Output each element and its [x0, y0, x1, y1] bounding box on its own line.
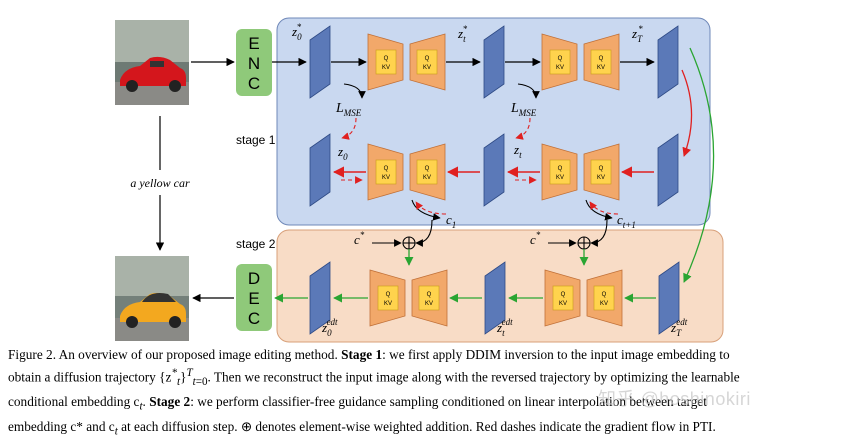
latent-z0-star	[309, 25, 331, 99]
svg-text:KV: KV	[425, 301, 433, 307]
svg-text:Q: Q	[425, 56, 430, 62]
svg-text:KV: KV	[597, 65, 605, 71]
svg-text:Q: Q	[427, 292, 432, 298]
svg-text:KV: KV	[382, 65, 390, 71]
unet-block-3: Q KV Q KV	[367, 143, 446, 201]
latent-z0	[309, 133, 331, 207]
latent-zt	[483, 133, 505, 207]
svg-text:Q: Q	[599, 166, 604, 172]
label-z0-star: z0*	[291, 22, 302, 42]
label-z0: z0	[337, 144, 348, 162]
unet-block-5: Q KV Q KV	[369, 269, 448, 327]
svg-text:Q: Q	[425, 166, 430, 172]
svg-text:KV: KV	[556, 65, 564, 71]
decoder-letter-c: C	[248, 309, 260, 328]
latent-zT-edt	[658, 261, 680, 335]
svg-text:Q: Q	[384, 166, 389, 172]
svg-text:Q: Q	[386, 292, 391, 298]
label-cstar-1: c*	[354, 230, 365, 247]
label-zT-edt: zTedt	[670, 317, 688, 338]
unet-block-6: Q KV Q KV	[544, 269, 623, 327]
svg-text:KV: KV	[597, 175, 605, 181]
encoder-letter-c: C	[248, 74, 260, 93]
weighted-add-icon-1	[402, 236, 416, 250]
stage2-label: stage 2	[236, 237, 276, 251]
output-car-image	[115, 256, 189, 341]
svg-text:KV: KV	[600, 301, 608, 307]
unet-block-4: Q KV Q KV	[541, 143, 620, 201]
prompt-label: a yellow car	[130, 176, 190, 190]
input-car-image	[115, 20, 189, 105]
encoder-box	[236, 29, 272, 96]
figure-caption: Figure 2. An overview of our proposed im…	[8, 347, 740, 438]
latent-zt-star	[483, 25, 505, 99]
encoder-letter-e: E	[248, 34, 259, 53]
label-c1: c1	[446, 212, 456, 230]
svg-text:KV: KV	[556, 175, 564, 181]
label-zt-edt: ztedt	[496, 317, 513, 338]
svg-text:KV: KV	[382, 175, 390, 181]
latent-zt-edt	[484, 261, 506, 335]
decoder-letter-d: D	[248, 269, 260, 288]
latent-zT	[657, 133, 679, 207]
svg-text:Q: Q	[384, 56, 389, 62]
svg-text:KV: KV	[384, 301, 392, 307]
svg-text:Q: Q	[599, 56, 604, 62]
label-ct1: ct+1	[617, 212, 636, 230]
loss-label-2: LMSE	[510, 101, 537, 118]
svg-text:Q: Q	[558, 56, 563, 62]
latent-zT-star	[657, 25, 679, 99]
label-cstar-2: c*	[530, 230, 541, 247]
loss-label-1: LMSE	[335, 101, 362, 118]
svg-text:KV: KV	[423, 65, 431, 71]
label-zt: zt	[513, 142, 522, 160]
svg-text:KV: KV	[559, 301, 567, 307]
decoder-letter-e: E	[248, 289, 259, 308]
svg-text:Q: Q	[561, 292, 566, 298]
weighted-add-icon-2	[577, 236, 591, 250]
watermark: 知乎 @hoshinokiri	[598, 389, 751, 409]
label-zt-star: zt*	[457, 24, 468, 44]
svg-text:Q: Q	[602, 292, 607, 298]
svg-text:Q: Q	[558, 166, 563, 172]
label-zT-star: zT*	[631, 24, 643, 44]
unet-block-1: Q KV Q KV	[367, 33, 446, 91]
stage1-label: stage 1	[236, 133, 276, 147]
encoder-letter-n: N	[248, 54, 260, 73]
latent-z0-edt	[309, 261, 331, 335]
label-z0-edt: z0edt	[321, 317, 338, 338]
svg-text:KV: KV	[423, 175, 431, 181]
decoder-box	[236, 264, 272, 331]
pipeline-diagram: E N C D E C a yellow car stage 1 stage 2…	[115, 17, 724, 343]
unet-block-2: Q KV Q KV	[541, 33, 620, 91]
